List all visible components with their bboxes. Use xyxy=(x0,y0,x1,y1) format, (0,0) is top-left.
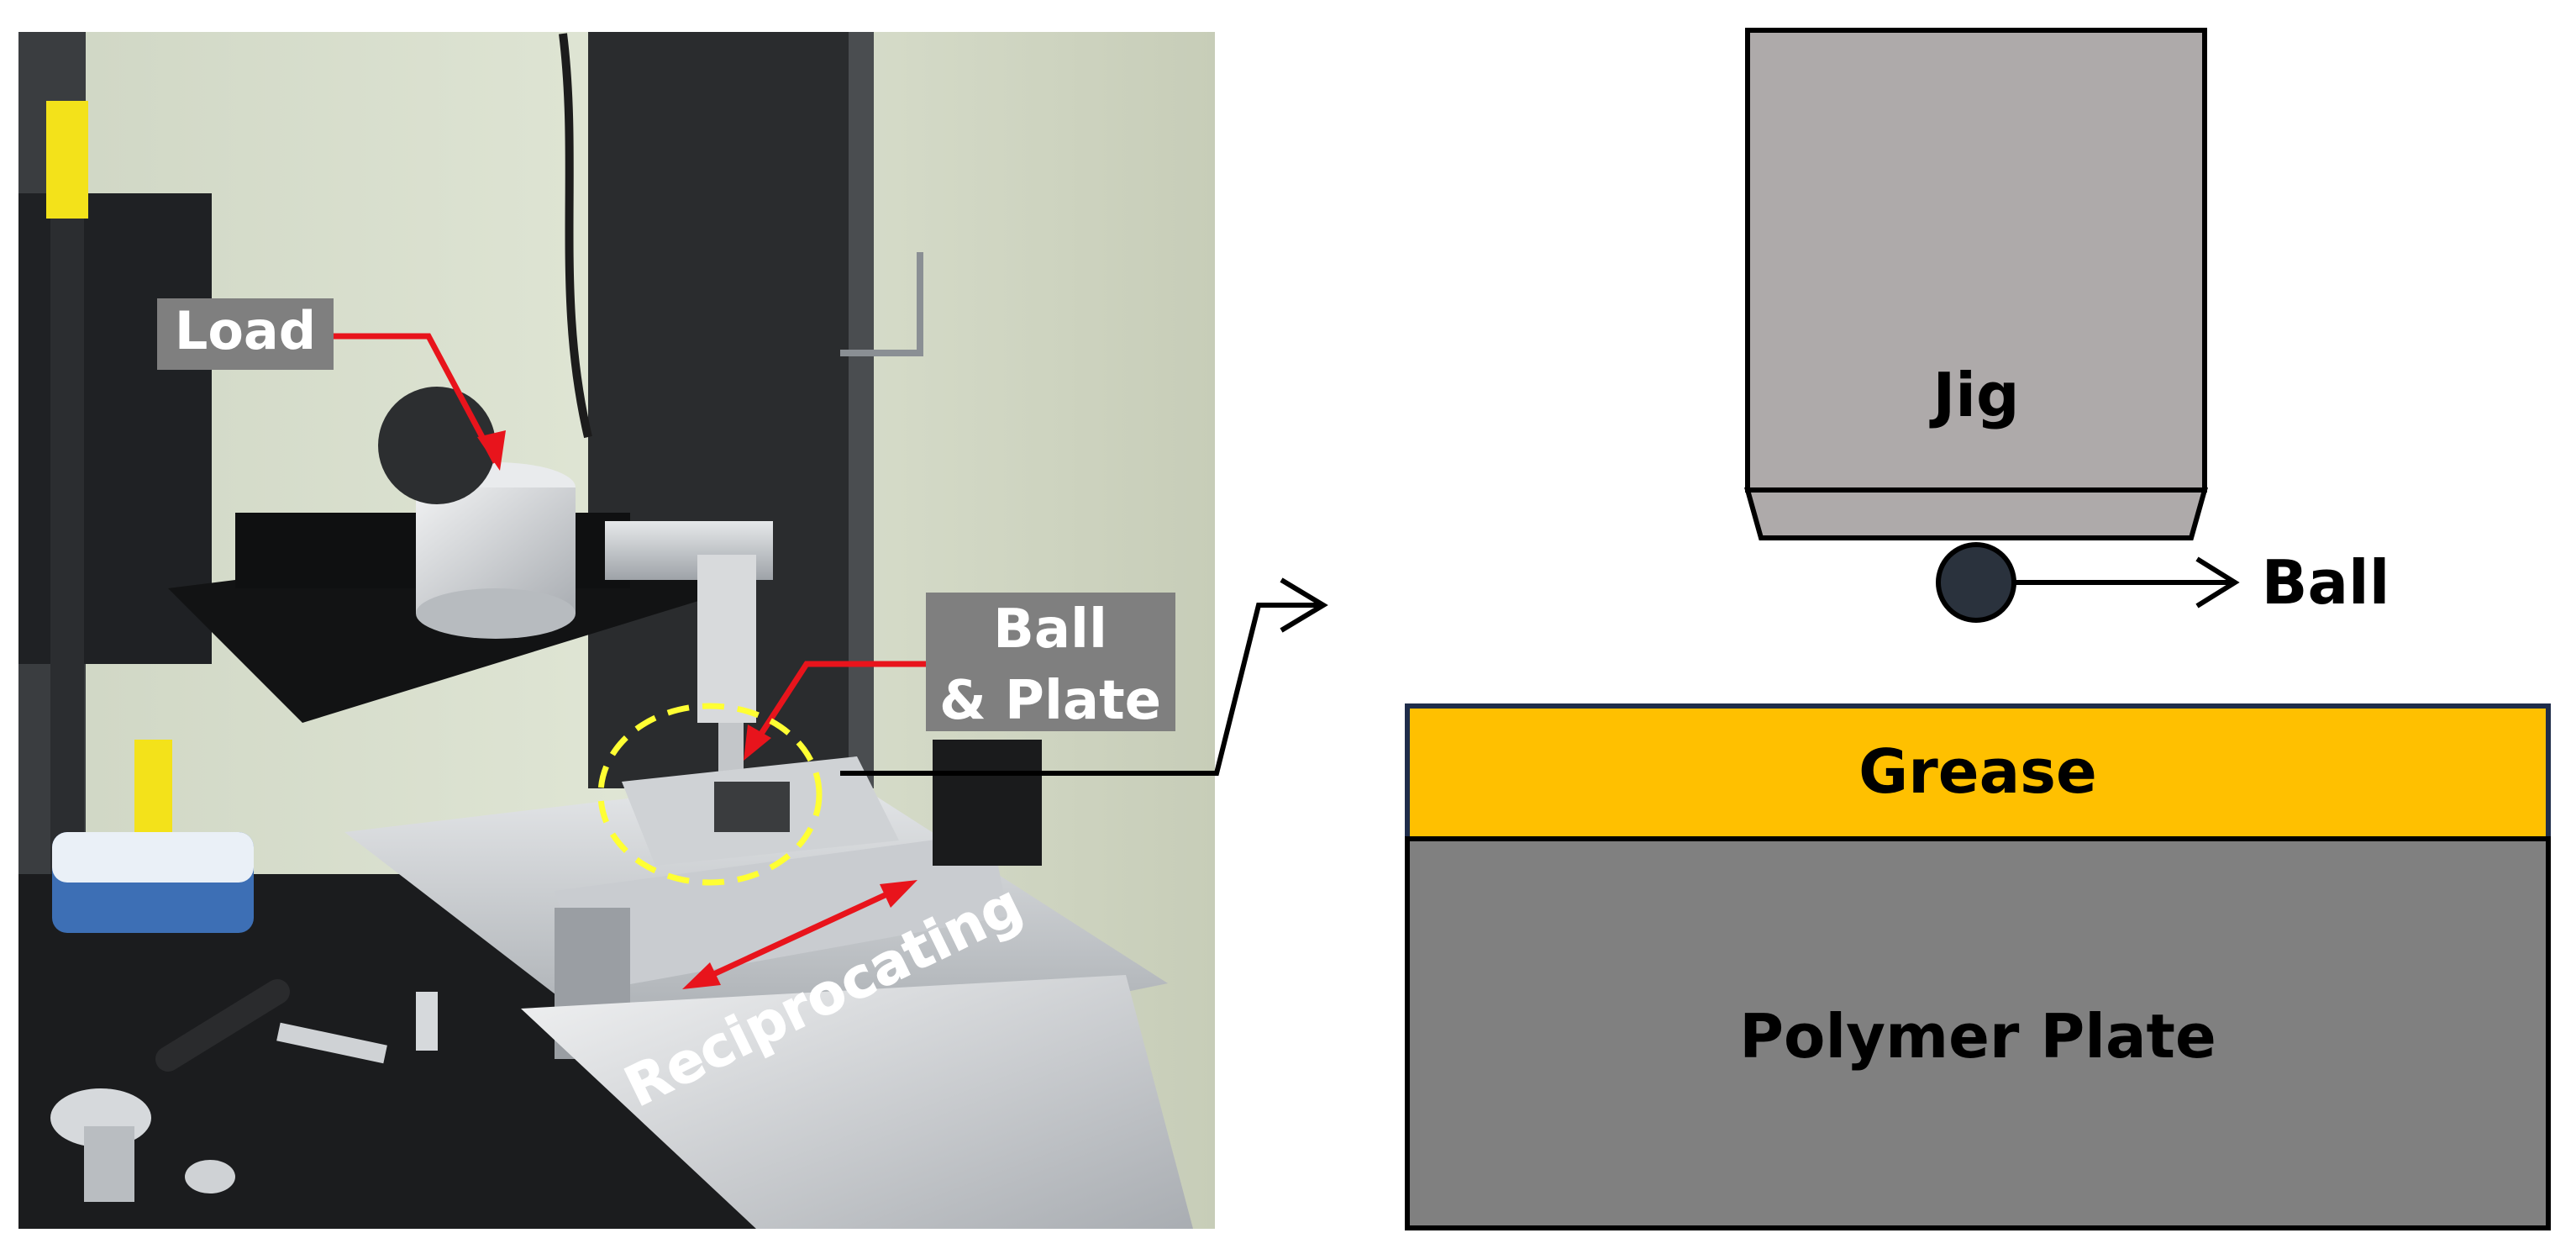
load-arrow xyxy=(334,333,499,464)
grease-layer xyxy=(1405,703,2551,841)
load-weight-bottom xyxy=(416,588,576,639)
ball-plate-label-box xyxy=(926,593,1175,731)
part-pin xyxy=(416,992,438,1051)
polymer-plate xyxy=(1405,836,2551,1230)
schematic: Jig Ball Grease Polymer Plate xyxy=(1405,28,2551,1230)
moving-carriage xyxy=(555,832,1008,992)
contact-highlight-circle xyxy=(597,703,823,886)
ball xyxy=(1936,542,2016,623)
reciprocating-arrowhead-right xyxy=(880,880,917,908)
cable xyxy=(559,33,592,439)
polymer-plate-label: Polymer Plate xyxy=(1739,1001,2216,1072)
load-cell xyxy=(697,555,756,723)
wall-hook xyxy=(840,252,923,356)
load-label: Load xyxy=(175,300,316,361)
polymer-sample xyxy=(714,782,790,832)
column-edge xyxy=(849,32,874,788)
base-stage xyxy=(521,975,1193,1229)
jig-label: Jig xyxy=(1928,360,2019,430)
daq-device-top xyxy=(52,832,254,883)
ball-plate-arrow xyxy=(749,661,926,750)
load-wheel xyxy=(378,387,496,504)
jig-body xyxy=(1745,28,2207,493)
zoom-connector-line xyxy=(840,603,1319,776)
load-label-box xyxy=(157,298,334,370)
part-cylinder xyxy=(84,1126,134,1202)
zoom-connector-arrowhead xyxy=(1280,577,1328,633)
ball-label: Ball xyxy=(2262,547,2390,618)
grease-label: Grease xyxy=(1858,736,2097,807)
reciprocating-arrowhead-left xyxy=(682,962,721,989)
ball-plate-label-line1: Ball xyxy=(993,598,1107,661)
ball-pointer-arrowhead xyxy=(2195,556,2240,609)
part-bar xyxy=(276,1022,387,1064)
jig-tip xyxy=(1744,487,2208,540)
load-arrowhead xyxy=(477,430,506,471)
stepper-motor xyxy=(933,740,1042,866)
reciprocating-arrow xyxy=(696,883,905,985)
ball-plate-label-line2: & Plate xyxy=(939,670,1161,732)
part-ring xyxy=(185,1160,235,1193)
ball-plate-arrowhead xyxy=(744,724,771,761)
warning-sticker xyxy=(46,101,88,219)
warning-sticker-2 xyxy=(134,740,172,840)
lead-screw xyxy=(50,101,84,941)
pliers xyxy=(155,979,290,1072)
